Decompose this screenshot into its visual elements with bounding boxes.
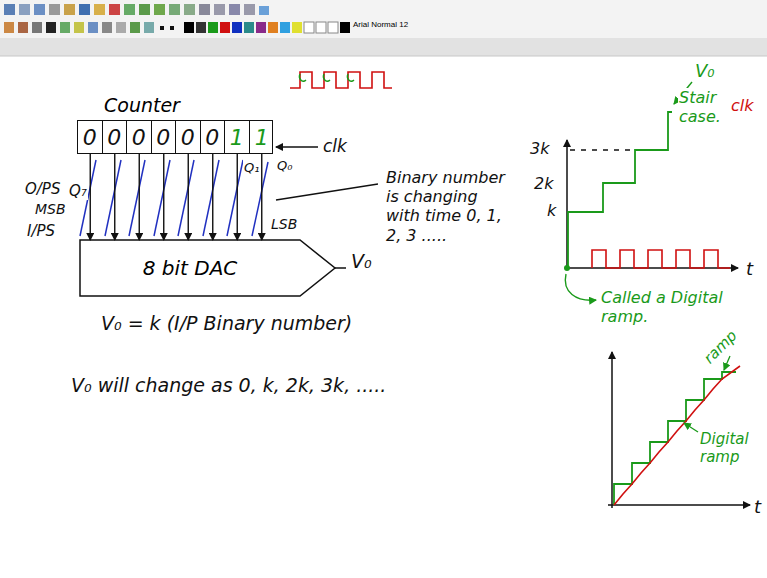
signal-label: clk bbox=[730, 96, 755, 115]
counter-bit-cell: 0 bbox=[201, 121, 226, 153]
counter-bit-cell: 1 bbox=[250, 121, 275, 153]
clock-input-arrow bbox=[276, 146, 318, 148]
dac-block: 8 bit DAC bbox=[80, 240, 335, 296]
axis-tick-label: k bbox=[546, 201, 557, 220]
inputs-label: I/PS bbox=[26, 222, 56, 240]
note: V₀ will change as 0, k, 2k, 3k, ..... bbox=[70, 374, 387, 397]
curve-label: Digital ramp bbox=[699, 430, 763, 466]
curve-label: Stair case. bbox=[678, 88, 730, 126]
x-axis bbox=[565, 267, 738, 269]
note: Binary number is changing with time 0, 1… bbox=[385, 168, 509, 245]
counter-bit-cell: 0 bbox=[176, 121, 201, 153]
counter-bit-cell: 0 bbox=[103, 121, 128, 153]
counter-bit-cell: 0 bbox=[127, 121, 152, 153]
leader-arrow bbox=[724, 356, 730, 370]
clock-label: clk bbox=[322, 136, 348, 156]
dac-output-line bbox=[335, 267, 346, 269]
counter-bit-cell: 0 bbox=[152, 121, 177, 153]
counter-bit-cell: 0 bbox=[78, 121, 103, 153]
axis-label: t bbox=[745, 258, 754, 280]
clock-waveform bbox=[290, 72, 392, 88]
lsb-label: LSB bbox=[270, 216, 298, 233]
clock-waveform bbox=[592, 250, 730, 268]
node-text: 0 bbox=[107, 125, 121, 150]
bit-line bbox=[212, 153, 213, 240]
toolbar-font-label: Arial Normal 12 bbox=[352, 20, 409, 30]
node-text: 0 bbox=[132, 125, 146, 150]
node-text: 1 bbox=[255, 125, 269, 150]
bit-line bbox=[139, 153, 140, 240]
bit-label: Q₇ bbox=[68, 182, 88, 200]
note: Called a Digital ramp. bbox=[600, 288, 730, 326]
leader-arrow bbox=[684, 423, 698, 432]
outputs-label: O/PS bbox=[24, 180, 61, 198]
x-axis bbox=[608, 504, 750, 506]
counter-bit-cell: 1 bbox=[225, 121, 250, 153]
clock-edge-marks bbox=[299, 74, 354, 81]
bit-line bbox=[188, 153, 189, 240]
bit-line bbox=[163, 153, 164, 240]
origin-dot bbox=[564, 265, 570, 271]
staircase bbox=[568, 112, 672, 268]
node-text: 1 bbox=[230, 125, 244, 150]
leader-line bbox=[276, 184, 378, 200]
axis-label: t bbox=[753, 496, 762, 518]
curve-label: ramp bbox=[699, 326, 741, 368]
callout-arrow bbox=[565, 274, 596, 300]
node-text: 0 bbox=[205, 125, 219, 150]
toolbar-icons bbox=[4, 4, 350, 33]
bit-line bbox=[261, 153, 262, 240]
node-text: 0 bbox=[181, 125, 195, 150]
bit-line bbox=[114, 153, 115, 240]
page-edge bbox=[0, 56, 767, 57]
toolbar bbox=[0, 0, 767, 38]
bit-line bbox=[90, 153, 91, 240]
level-dash bbox=[570, 149, 632, 150]
node-text: 8 bit DAC bbox=[143, 256, 238, 280]
dac-outline-path bbox=[80, 240, 335, 296]
equation: V₀ = k (I/P Binary number) bbox=[100, 312, 353, 335]
output-voltage-label: V₀ bbox=[350, 250, 373, 273]
bit-label: Q₁ bbox=[243, 160, 260, 176]
y-axis bbox=[611, 352, 613, 508]
counter-register: Counter00000011 bbox=[77, 120, 273, 154]
node-text: Counter bbox=[104, 94, 180, 116]
msb-label: MSB bbox=[34, 201, 67, 218]
axis-tick-label: 3k bbox=[529, 139, 550, 158]
node-text: 0 bbox=[83, 125, 97, 150]
curve-label: V₀ bbox=[694, 60, 716, 82]
bit-line bbox=[237, 153, 238, 240]
axis-tick-label: 2k bbox=[533, 174, 554, 193]
page-separator bbox=[0, 38, 767, 56]
bit-label: Q₀ bbox=[276, 158, 293, 174]
output-wires bbox=[80, 160, 268, 236]
node-text: 0 bbox=[156, 125, 170, 150]
